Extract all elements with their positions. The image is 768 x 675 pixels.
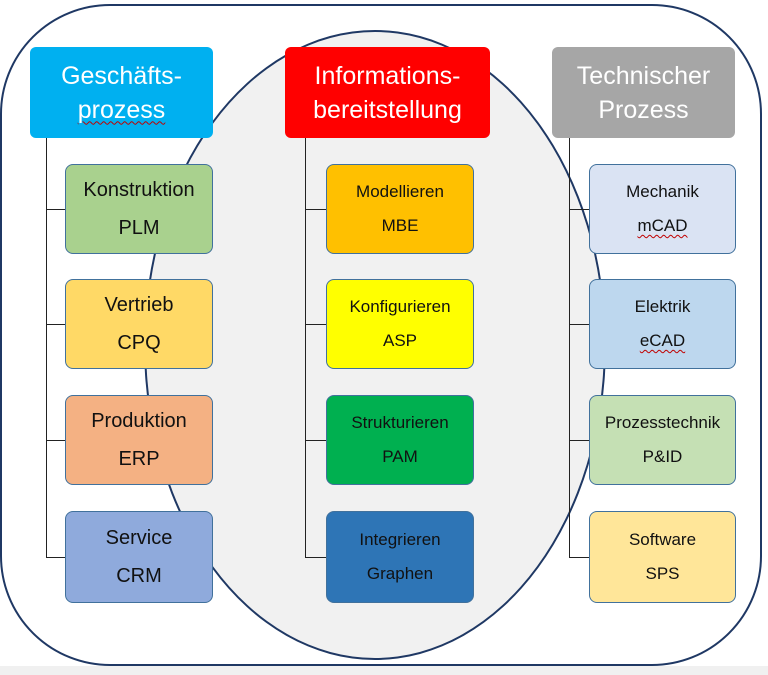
header-technischer-prozess: Technischer Prozess (552, 47, 735, 138)
header-line-2: bereitstellung (313, 95, 462, 124)
box-software: Software SPS (589, 511, 736, 603)
connector-h-1-4 (46, 557, 65, 558)
box-name: Prozesstechnik (604, 413, 721, 432)
connector-h-2-3 (305, 440, 326, 441)
box-service: Service CRM (65, 511, 213, 603)
outer-frame (0, 4, 762, 666)
connector-vertical-3 (569, 138, 570, 558)
header-line-2: prozess (77, 95, 166, 124)
box-prozesstechnik: Prozesstechnik P&ID (589, 395, 736, 485)
box-strukturieren: Strukturieren PAM (326, 395, 474, 485)
connector-vertical-1 (46, 138, 47, 558)
connector-h-2-2 (305, 324, 326, 325)
connector-h-2-4 (305, 557, 326, 558)
box-name: Produktion (91, 410, 187, 432)
box-modellieren: Modellieren MBE (326, 164, 474, 254)
box-konstruktion: Konstruktion PLM (65, 164, 213, 254)
box-vertrieb: Vertrieb CPQ (65, 279, 213, 369)
header-line-1: Geschäfts- (61, 61, 182, 90)
header-line-1: Technischer (576, 61, 711, 90)
box-elektrik: Elektrik eCAD (589, 279, 736, 369)
connector-h-3-1 (569, 209, 589, 210)
box-integrieren: Integrieren Graphen (326, 511, 474, 603)
box-code: mCAD (637, 216, 688, 235)
box-name: Modellieren (356, 182, 444, 201)
connector-h-3-3 (569, 440, 589, 441)
bottom-strip (0, 666, 768, 675)
box-name: Service (105, 527, 173, 549)
connector-h-1-3 (46, 440, 65, 441)
box-code: CPQ (117, 332, 161, 354)
box-code: Graphen (366, 564, 434, 583)
box-code: CRM (116, 565, 162, 587)
header-informationsbereitstellung: Informations- bereitstellung (285, 47, 490, 138)
box-code: SPS (645, 564, 680, 583)
box-name: Vertrieb (104, 294, 174, 316)
connector-h-1-2 (46, 324, 65, 325)
box-code: P&ID (642, 447, 683, 466)
header-geschaeftsprozess: Geschäfts- prozess (30, 47, 213, 138)
connector-h-3-4 (569, 557, 589, 558)
box-konfigurieren: Konfigurieren ASP (326, 279, 474, 369)
connector-h-2-1 (305, 209, 326, 210)
box-code: PAM (382, 447, 418, 466)
box-mechanik: Mechanik mCAD (589, 164, 736, 254)
box-name: Software (628, 530, 697, 549)
box-code: PLM (118, 217, 160, 239)
box-produktion: Produktion ERP (65, 395, 213, 485)
header-line-1: Informations- (314, 61, 461, 90)
box-code: eCAD (639, 331, 686, 350)
box-name: Elektrik (634, 297, 691, 316)
connector-h-1-1 (46, 209, 65, 210)
box-name: Konfigurieren (349, 297, 451, 316)
header-line-2: Prozess (598, 95, 689, 124)
box-name: Konstruktion (83, 179, 195, 201)
connector-vertical-2 (305, 138, 306, 558)
box-code: ASP (382, 331, 418, 350)
box-name: Mechanik (626, 182, 699, 201)
box-name: Integrieren (359, 530, 441, 549)
box-name: Strukturieren (351, 413, 449, 432)
connector-h-3-2 (569, 324, 589, 325)
box-code: ERP (118, 448, 160, 470)
box-code: MBE (381, 216, 419, 235)
